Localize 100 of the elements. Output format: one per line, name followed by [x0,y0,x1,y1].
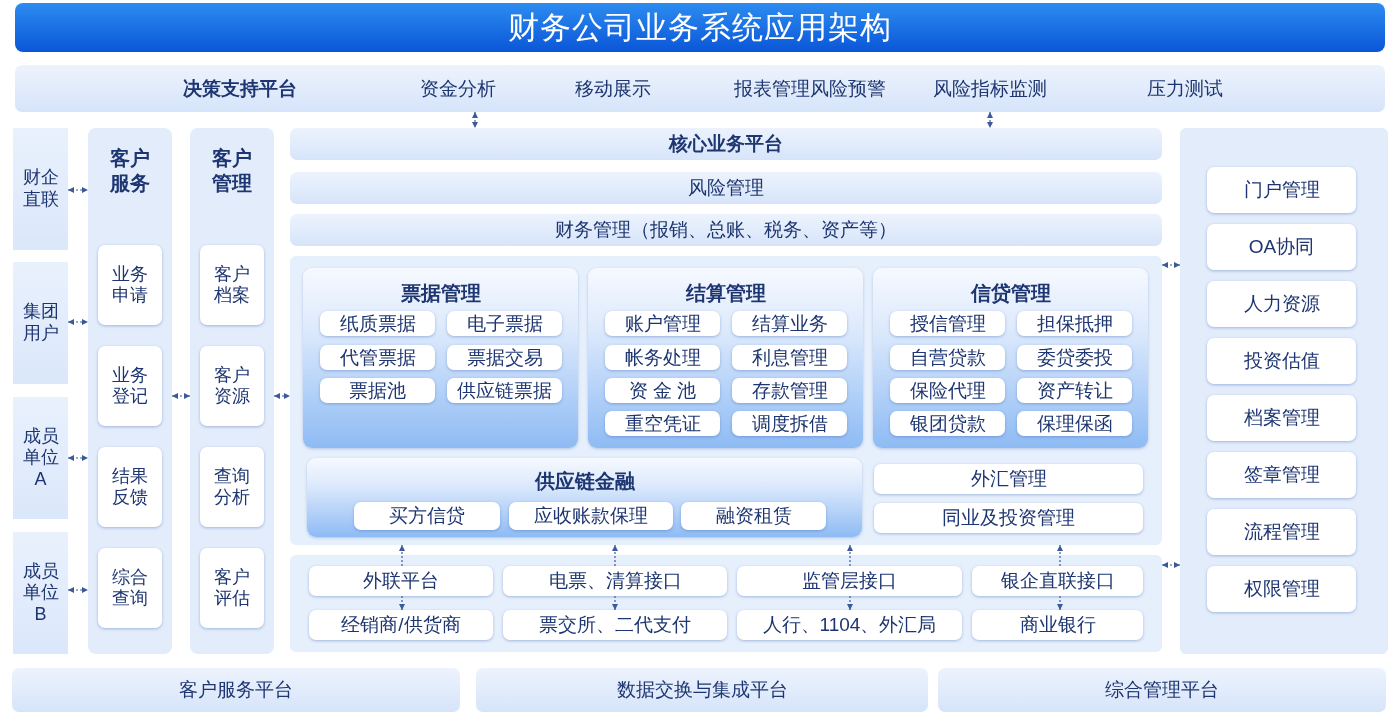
module-panel [873,268,1148,448]
item-box: 查询分析 [200,447,264,527]
band-item: 报表管理风险预警 [734,76,886,101]
module-heading: 信贷管理 [969,281,1052,306]
item-box: 业务申请 [98,245,162,325]
user-box [13,128,68,250]
item-box: 资 金 池 [605,378,720,403]
connector-arrow [612,595,618,611]
item-box: 担保抵押 [1017,311,1132,336]
item-box: 票据池 [320,378,435,403]
item-box: 客户档案 [200,245,264,325]
connector-arrow [171,393,191,399]
item-box: 调度拆借 [732,411,847,436]
user-box [13,397,68,519]
column-panel [190,128,274,654]
item-box: 利息管理 [732,345,847,370]
item-box: 银企直联接口 [972,566,1143,596]
title-banner: 财务公司业务系统应用架构 [15,3,1385,52]
item-box: 电票、清算接口 [503,566,727,596]
module-panel [303,268,578,448]
user-box [13,532,68,654]
column-panel [1180,128,1388,654]
item-box: 授信管理 [890,311,1005,336]
item-box: 经销商/供货商 [309,610,493,640]
item-box: 票交所、二代支付 [503,610,727,640]
connector-arrow [1161,262,1181,268]
connector-arrow [1161,562,1181,568]
item-box: 商业银行 [972,610,1143,640]
user-label: 成员单位B [21,560,60,626]
module-panel [588,268,863,448]
item-box: 流程管理 [1207,509,1356,555]
column-heading: 客户服务 [108,146,151,196]
item-box: 保险代理 [890,378,1005,403]
item-box: 银团贷款 [890,411,1005,436]
column-panel [88,128,172,654]
module-panel [307,458,862,537]
item-box: 买方信贷 [354,502,500,530]
user-label: 集团用户 [21,301,60,345]
item-box: 代管票据 [320,345,435,370]
user-label: 成员单位A [21,425,60,491]
connector-arrow [399,595,405,611]
connector-arrow [67,187,89,193]
item-box: 电子票据 [447,311,562,336]
item-box: 档案管理 [1207,395,1356,441]
item-box: 客户资源 [200,346,264,426]
user-box [13,262,68,384]
item-box: 帐务处理 [605,345,720,370]
item-box: 同业及投资管理 [874,503,1143,533]
item-box: 综合查询 [98,548,162,628]
connector-arrow [847,544,853,567]
item-box: 人行、1104、外汇局 [737,610,962,640]
platform-band: 客户服务平台 [12,668,460,712]
platform-band [15,65,1385,112]
item-box: 供应链票据 [447,378,562,403]
connector-arrow [1057,544,1063,567]
item-box: 自营贷款 [890,345,1005,370]
band-item: 压力测试 [1147,76,1223,101]
connector-arrow [67,587,89,593]
connector-arrow [612,544,618,567]
item-box: 委贷委投 [1017,345,1132,370]
band-item: 移动展示 [575,76,651,101]
band-item: 资金分析 [420,76,496,101]
item-box: 投资估值 [1207,338,1356,384]
item-box: 外联平台 [309,566,493,596]
user-label: 财企直联 [21,167,60,211]
connector-arrow [67,455,89,461]
item-box: 融资租赁 [681,502,826,530]
item-box: 重空凭证 [605,411,720,436]
band-item: 风险指标监测 [933,76,1047,101]
platform-band: 核心业务平台 [290,128,1162,160]
item-box: 结算业务 [732,311,847,336]
connector-arrow [1057,595,1063,611]
band-heading: 决策支持平台 [183,76,297,101]
platform-band: 风险管理 [290,172,1162,204]
item-box: 客户评估 [200,548,264,628]
connector-arrow [987,111,993,129]
module-heading: 结算管理 [684,281,767,306]
platform-band: 综合管理平台 [938,668,1386,712]
platform-band: 财务管理（报销、总账、税务、资产等） [290,214,1162,246]
item-box: 存款管理 [732,378,847,403]
connector-arrow [273,393,291,399]
connector-arrow [472,111,478,129]
module-heading: 供应链金融 [533,469,636,494]
item-box: 票据交易 [447,345,562,370]
item-box: 人力资源 [1207,281,1356,327]
item-box: 外汇管理 [874,464,1143,494]
item-box: 签章管理 [1207,452,1356,498]
item-box: 监管层接口 [737,566,962,596]
layer-panel [290,555,1162,652]
item-box: 业务登记 [98,346,162,426]
module-heading: 票据管理 [399,281,482,306]
item-box: 门户管理 [1207,167,1356,213]
item-box: 纸质票据 [320,311,435,336]
platform-band: 数据交换与集成平台 [476,668,928,712]
item-box: 资产转让 [1017,378,1132,403]
item-box: OA协同 [1207,224,1356,270]
column-heading: 客户管理 [211,146,253,196]
item-box: 结果反馈 [98,447,162,527]
connector-arrow [847,595,853,611]
connector-arrow [399,544,405,567]
